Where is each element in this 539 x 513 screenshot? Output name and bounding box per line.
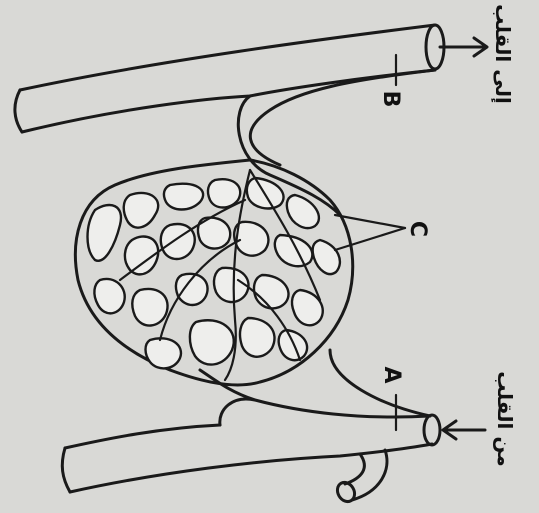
label-from-heart: من القلب — [491, 369, 519, 469]
label-c: C — [404, 216, 430, 242]
label-b: B — [377, 86, 403, 112]
label-a: A — [378, 362, 404, 388]
label-to-heart: إلى القلب — [489, 0, 517, 109]
